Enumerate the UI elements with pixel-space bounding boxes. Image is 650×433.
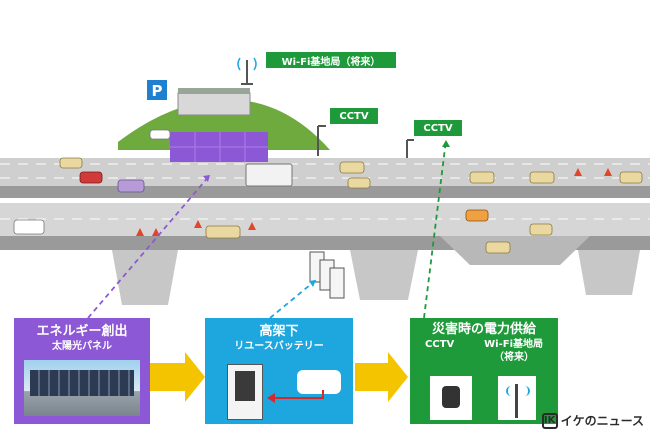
cars: [13, 129, 643, 254]
parking-building: [177, 92, 251, 116]
ev-car-image: [297, 370, 341, 394]
cctv-pole-right: [406, 139, 414, 158]
pier-right: [578, 250, 640, 295]
upper-road-side: [0, 186, 650, 198]
dashed-link-battery: [269, 279, 317, 319]
off-ramp: [440, 236, 590, 265]
disaster-col-cctv: CCTV: [424, 339, 455, 350]
dashed-link-cctv: [423, 139, 447, 319]
dashed-link-solar: [87, 174, 211, 319]
battery-subtitle: リユースバッテリー: [234, 341, 324, 352]
disaster-col-wifi-sub: （将来）: [494, 352, 534, 363]
flow-arrow-1: [150, 352, 205, 402]
brand-logo: IK: [541, 412, 558, 429]
pier-left: [112, 250, 178, 305]
traffic-cones: [136, 168, 612, 236]
battery-box: 高架下 リユースバッテリー: [205, 318, 353, 424]
truck: [245, 163, 293, 187]
battery-units: [309, 251, 345, 299]
battery-cabinet-image: [227, 364, 263, 420]
energy-subtitle: 太陽光パネル: [52, 341, 112, 352]
cctv-pole-left: [317, 125, 326, 156]
return-arrow-icon: [267, 390, 324, 403]
parking-sign-letter: P: [152, 82, 163, 100]
antenna-icon: [241, 60, 253, 85]
energy-box: エネルギー創出 太陽光パネル: [14, 318, 150, 424]
parking-sign: [147, 80, 167, 100]
wifi-station-label: Wi-Fi基地局（将来）: [266, 52, 396, 68]
cctv-label-right: CCTV: [414, 120, 462, 136]
brand-name: イケのニュース: [560, 414, 644, 428]
cctv-label-left: CCTV: [330, 108, 378, 124]
brand-watermark: IK イケのニュース: [541, 412, 644, 429]
cctv-photo: [430, 376, 472, 420]
solar-panel-photo: [24, 360, 140, 416]
battery-title: 高架下: [259, 324, 299, 339]
pier-middle: [350, 250, 418, 300]
flow-arrow-2: [355, 352, 408, 402]
disaster-col-wifi: Wi-Fi基地局: [484, 339, 544, 350]
disaster-box: 災害時の電力供給 CCTV Wi-Fi基地局 （将来）: [410, 318, 558, 424]
disaster-title: 災害時の電力供給: [431, 322, 536, 337]
wifi-antenna-photo: [498, 376, 536, 420]
energy-title: エネルギー創出: [36, 324, 128, 339]
